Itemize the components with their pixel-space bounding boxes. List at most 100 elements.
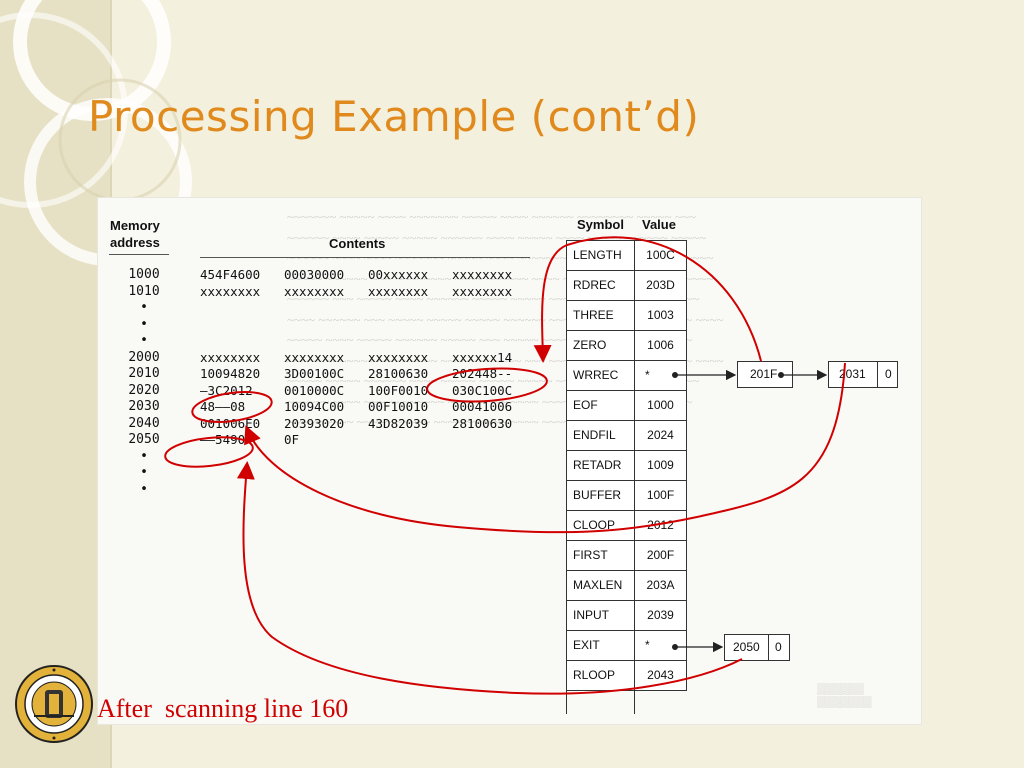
- memory-address-header-line2: address: [110, 235, 160, 250]
- symbol-value: 1006: [635, 330, 687, 361]
- address-cell: 2020: [128, 382, 160, 398]
- dot-marker: •: [140, 333, 148, 348]
- content-cell: 20393020: [284, 415, 345, 431]
- slide-caption: After scanning line 160: [97, 694, 349, 723]
- content-cell: 10094820: [200, 366, 261, 381]
- symbol-name: CLOOP: [566, 510, 635, 541]
- node-divider: [877, 362, 878, 387]
- address-cell: 2030: [128, 399, 160, 414]
- pointer-dot: [672, 372, 678, 378]
- symbol-value: 203A: [635, 570, 687, 601]
- annotation-overlay: [164, 236, 846, 695]
- content-cell: xxxxxx14: [452, 349, 513, 365]
- symtab-continuation: [566, 690, 635, 714]
- node-address: 2031: [839, 367, 866, 381]
- red-highlight-ellipse: [191, 391, 273, 423]
- address-cell: 2050: [128, 432, 160, 447]
- node-next: 0: [775, 640, 782, 654]
- symbol-value: 2039: [635, 600, 687, 631]
- symbol-name: ENDFIL: [566, 420, 635, 451]
- content-cell: ——5490: [200, 432, 246, 447]
- content-cell: 0F: [284, 432, 300, 447]
- node-address: 2050: [733, 640, 760, 654]
- content-cell: 030C100C: [452, 382, 513, 398]
- content-cell: 0010000C: [284, 382, 345, 398]
- value-header: Value: [642, 217, 676, 232]
- university-seal-logo: [15, 665, 93, 743]
- node-address: 201F: [750, 367, 778, 381]
- content-cell: 28100630: [452, 415, 513, 431]
- symbol-name: BUFFER: [566, 480, 635, 511]
- header-underline: [109, 254, 169, 255]
- symbol-value: 100C: [635, 240, 687, 271]
- forward-ref-node: 2050 0: [724, 634, 790, 661]
- contents-underline: [200, 257, 530, 258]
- content-cell: xxxxxxxx: [452, 267, 513, 282]
- content-cell: 43D82039: [368, 415, 429, 431]
- red-curve-arrow: [533, 236, 762, 363]
- forward-ref-node: 2031 0: [828, 361, 898, 388]
- dot-marker: •: [140, 465, 148, 480]
- symbol-value: 2024: [635, 420, 687, 451]
- content-cell: xxxxxxxx: [368, 349, 429, 365]
- content-cell: xxxxxxxx: [200, 283, 261, 299]
- content-cell: 00041006: [452, 399, 513, 414]
- memory-address-header-line1: Memory: [110, 218, 160, 233]
- symbol-value: 203D: [635, 270, 687, 301]
- pointer-dot: [778, 372, 784, 378]
- content-cell: xxxxxxxx: [284, 283, 345, 299]
- dot-marker: •: [140, 300, 148, 315]
- content-cell: 10094C00: [284, 399, 345, 414]
- content-cell: xxxxxxxx: [452, 283, 513, 299]
- content-cell: 100F0010: [368, 382, 429, 398]
- pointer-dot: [672, 644, 678, 650]
- dot-marker: •: [140, 481, 148, 497]
- content-cell: 202448--: [452, 366, 513, 381]
- content-cell: xxxxxxxx: [200, 349, 261, 365]
- address-cell: 2010: [128, 366, 160, 381]
- contents-header: Contents: [329, 236, 386, 251]
- address-cell: 1010: [128, 283, 160, 299]
- symbol-name: RDREC: [566, 270, 635, 301]
- content-cell: xxxxxxxx: [284, 349, 345, 365]
- red-curve-arrow: [244, 362, 846, 534]
- content-cell: 00xxxxxx: [368, 267, 429, 282]
- symbol-name: WRREC: [566, 360, 635, 391]
- symbol-name: RLOOP: [566, 660, 635, 691]
- red-highlight-ellipse: [426, 367, 548, 403]
- content-cell: 3D00100C: [284, 366, 345, 381]
- content-cell: xxxxxxxx: [368, 283, 429, 299]
- symbol-value: 2043: [635, 660, 687, 691]
- symbol-name: EXIT: [566, 630, 635, 661]
- symbol-name: RETADR: [566, 450, 635, 481]
- symbol-name: THREE: [566, 300, 635, 331]
- symbol-value: 1000: [635, 390, 687, 421]
- symbol-header: Symbol: [577, 217, 624, 232]
- node-divider: [768, 635, 769, 660]
- symbol-name: ZERO: [566, 330, 635, 361]
- bleed-through-footer: ▒▒▒▒▒▒▒▒▒▒▒▒▒: [817, 683, 872, 708]
- address-cell: 2040: [128, 415, 160, 431]
- address-cell: 1000: [128, 267, 160, 282]
- node-next: 0: [885, 367, 892, 381]
- address-cell: 2000: [128, 349, 160, 365]
- content-cell: 00030000: [284, 267, 345, 282]
- content-cell: 48——08: [200, 399, 246, 414]
- content-cell: 28100630: [368, 366, 429, 381]
- red-highlight-ellipse: [164, 436, 254, 468]
- dot-marker: •: [140, 316, 148, 332]
- address-column: 1000 1010 • • • 2000 2010 2020 2030 2040…: [120, 267, 168, 498]
- symtab-row: WRREC*: [566, 360, 687, 391]
- symtab-row: EXIT*: [566, 630, 687, 661]
- red-curve-arrow: [236, 461, 743, 695]
- content-cell: 454F4600: [200, 267, 261, 282]
- content-cell: —3C2012: [200, 382, 253, 398]
